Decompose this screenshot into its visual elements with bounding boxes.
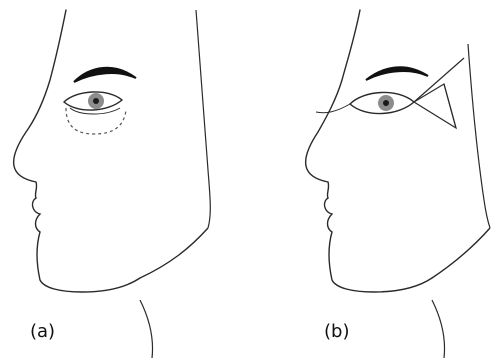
cheek-line-a (196, 10, 210, 228)
panel-b: (b) (246, 0, 492, 358)
dashed-incision-a (66, 108, 126, 134)
face-drawing-a (0, 0, 246, 358)
eyebrow-b (366, 67, 428, 80)
pupil-a (93, 98, 99, 104)
neck-b (432, 300, 445, 358)
pupil-b (383, 100, 389, 106)
lower-lid-line-b (316, 104, 350, 113)
neck-a (140, 300, 153, 358)
cheek-line-b (468, 44, 490, 228)
panel-a: (a) (0, 0, 246, 358)
incision-line-b (414, 58, 464, 102)
eyebrow-a (74, 68, 136, 82)
jawline-b (432, 228, 490, 278)
panel-label-b: (b) (324, 323, 349, 341)
face-profile-a (14, 10, 140, 292)
face-drawing-b (246, 0, 492, 358)
face-profile-b (306, 10, 432, 292)
panel-label-a: (a) (30, 323, 55, 341)
jawline-a (140, 228, 208, 278)
